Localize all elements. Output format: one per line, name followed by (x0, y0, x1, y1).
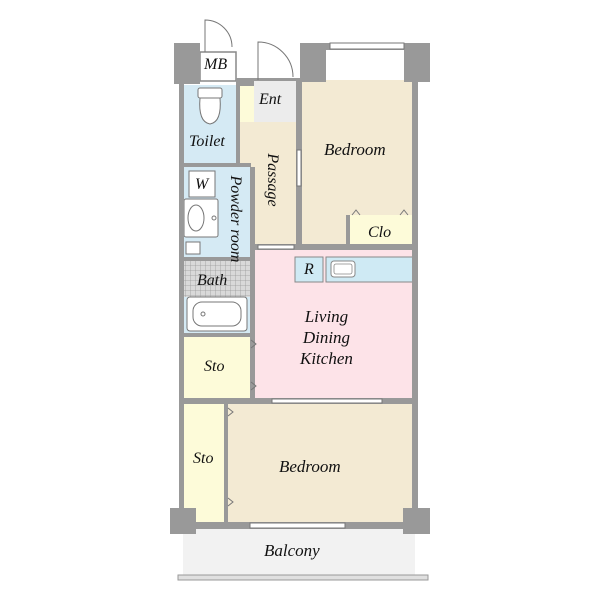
bathtub-fixture (186, 296, 248, 332)
bath-label: Bath (197, 272, 228, 289)
balcony-floor (183, 529, 415, 575)
washer-label: W (195, 176, 209, 193)
mb-label: MB (204, 56, 228, 73)
closet-label: Clo (368, 224, 392, 241)
shelf-fixture (185, 241, 201, 255)
powder-room-label: Powder room (227, 175, 244, 263)
refrigerator-label: R (304, 261, 314, 278)
refrigerator-space (294, 256, 324, 283)
washbasin-fixture (183, 198, 219, 238)
toilet-label: Toilet (189, 133, 225, 150)
passage-label: Passage (264, 153, 281, 207)
balcony-ledge (177, 574, 429, 581)
entrance-step (236, 86, 254, 122)
ldk-label-kitchen: Kitchen (300, 349, 353, 368)
bath-tile (183, 261, 251, 297)
closet-floor (350, 215, 413, 246)
storage-mid-floor (183, 337, 251, 399)
kitchen-counter (325, 256, 414, 283)
ldk-label-living: Living (304, 307, 349, 326)
storage-south-label: Sto (193, 450, 214, 467)
meter-box (199, 51, 237, 82)
bedroom-north-label: Bedroom (324, 140, 386, 159)
ldk-label-dining: Dining (302, 328, 351, 347)
entrance-label: Ent (259, 91, 282, 108)
entrance-floor (254, 80, 300, 122)
balcony-label: Balcony (264, 541, 320, 560)
toilet-fixture (197, 87, 223, 125)
storage-mid-label: Sto (204, 358, 225, 375)
ldk-label: Living Dining Kitchen (300, 306, 353, 369)
bedroom-south-floor (226, 404, 413, 524)
storage-south-floor (183, 404, 226, 524)
doors (204, 19, 409, 529)
washer-fixture (188, 170, 216, 198)
bedroom-south-label: Bedroom (279, 457, 341, 476)
